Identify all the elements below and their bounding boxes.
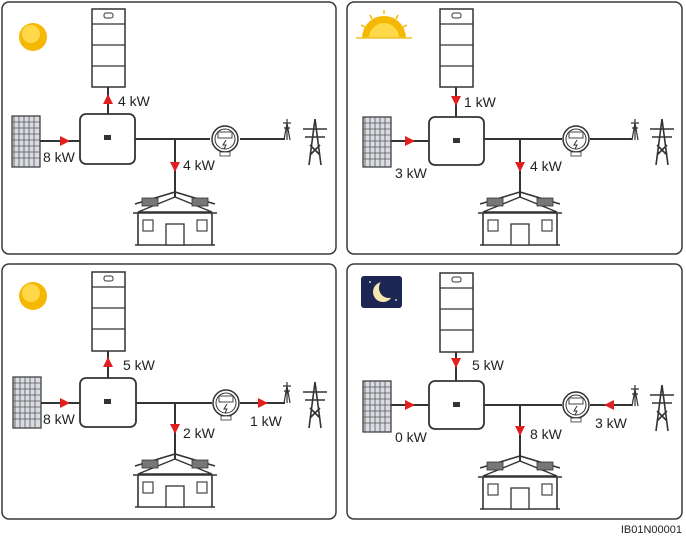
pv-power-label: 8 kW — [43, 149, 76, 165]
house-icon — [133, 453, 217, 508]
battery-flow-arrow — [103, 357, 113, 367]
load-flow-arrow — [515, 162, 525, 172]
sun-icon — [19, 282, 47, 310]
inverter-icon — [79, 113, 136, 165]
panel-3: 5 kW 8 kW 2 kW 1 kW — [1, 263, 337, 520]
house-icon — [478, 455, 562, 510]
battery-icon — [439, 8, 474, 88]
pv-power-label: 8 kW — [43, 411, 76, 427]
sun-icon — [19, 23, 47, 51]
pv-flow-arrow — [405, 136, 415, 146]
load-power-label: 8 kW — [530, 426, 563, 442]
grid-tower-icon — [631, 384, 674, 432]
battery-power-label: 5 kW — [123, 357, 156, 373]
solar-panel-icon — [362, 116, 392, 168]
pv-flow-arrow — [405, 400, 415, 410]
inverter-icon — [428, 380, 485, 430]
battery-flow-arrow — [103, 94, 113, 104]
grid-tower-icon — [283, 381, 327, 429]
battery-icon — [91, 271, 126, 352]
meter-icon — [562, 391, 590, 423]
grid-power-label: 1 kW — [250, 413, 283, 429]
pv-flow-arrow — [60, 398, 70, 408]
flow-arrows — [405, 96, 525, 172]
load-power-label: 2 kW — [183, 425, 216, 441]
battery-flow-arrow — [451, 96, 461, 106]
panel-4: 5 kW 0 kW 8 kW 3 kW — [346, 263, 683, 520]
load-flow-arrow — [170, 162, 180, 172]
load-flow-arrow — [170, 424, 180, 434]
pv-power-label: 0 kW — [395, 429, 428, 445]
load-power-label: 4 kW — [183, 157, 216, 173]
meter-icon — [562, 125, 590, 157]
panel-1: 4 kW 8 kW 4 kW — [1, 1, 337, 255]
meter-icon — [211, 125, 239, 157]
solar-panel-icon — [12, 376, 42, 429]
solar-panel-icon — [362, 380, 392, 433]
load-flow-arrow — [515, 426, 525, 436]
panel-frame — [346, 1, 683, 255]
panel-frame — [1, 263, 337, 520]
inverter-icon — [79, 377, 137, 428]
moon-icon — [361, 276, 402, 308]
grid-flow-arrow — [258, 398, 268, 408]
meter-icon — [212, 389, 240, 421]
battery-power-label: 5 kW — [472, 357, 505, 373]
panel-frame — [1, 1, 337, 255]
grid-flow-arrow — [604, 400, 614, 410]
figure-id: IB01N00001 — [621, 524, 682, 536]
battery-flow-arrow — [451, 358, 461, 368]
battery-power-label: 4 kW — [118, 93, 151, 109]
battery-icon — [439, 272, 474, 353]
grid-tower-icon — [631, 118, 674, 166]
grid-tower-icon — [283, 118, 327, 166]
sunset-icon — [356, 10, 412, 39]
pv-flow-arrow — [60, 136, 70, 146]
house-icon — [133, 191, 217, 246]
battery-icon — [91, 8, 126, 88]
flow-arrows — [60, 357, 268, 434]
inverter-icon — [428, 116, 485, 166]
pv-power-label: 3 kW — [395, 165, 428, 181]
panel-frame — [346, 263, 683, 520]
flow-arrows — [405, 358, 614, 436]
panel-2: 1 kW 3 kW 4 kW — [346, 1, 683, 255]
house-icon — [478, 191, 562, 246]
flow-arrows — [60, 94, 180, 172]
grid-power-label: 3 kW — [595, 415, 628, 431]
solar-panel-icon — [11, 115, 41, 168]
load-power-label: 4 kW — [530, 158, 563, 174]
battery-power-label: 1 kW — [464, 94, 497, 110]
